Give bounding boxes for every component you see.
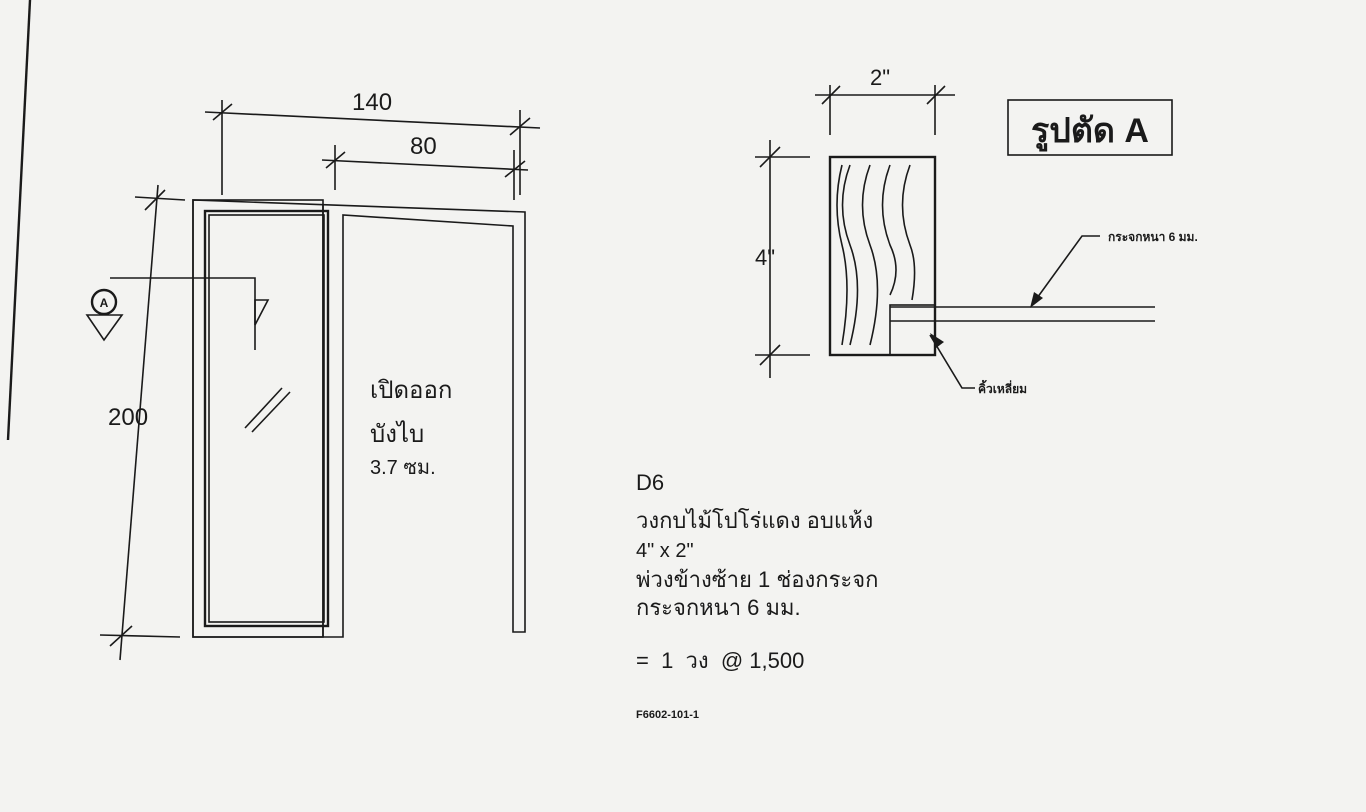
section-marker <box>90 288 118 316</box>
note-line: บังไบ <box>370 420 424 448</box>
section-width-label: 2" <box>870 65 890 90</box>
door-spec: D6 วงกบไม้โปโร่แดง อบแห้ง 4" x 2" พ่วงข้… <box>636 470 878 721</box>
section-height-label: 4" <box>755 245 775 270</box>
spec-line: = 1 วง @ 1,500 <box>636 648 804 673</box>
spec-ref: F6602-101-1 <box>636 709 699 721</box>
dim-140 <box>204 111 541 129</box>
spec-line: กระจกหนา 6 มม. <box>636 595 801 620</box>
spec-line: วงกบไม้โปโร่แดง อบแห้ง <box>636 508 873 533</box>
section-detail: 2" 4" รูปตัด A กระจกหนา 6 มม. คิ้วเหลี่ย… <box>755 65 1198 396</box>
dim-200-label: 200 <box>108 404 148 431</box>
spec-line: พ่วงข้างซ้าย 1 ช่องกระจก <box>636 567 878 592</box>
dim-140-label: 140 <box>352 89 392 116</box>
wood-frame <box>828 155 937 357</box>
spec-code: D6 <box>636 470 664 495</box>
section-marker-arrow <box>85 314 124 342</box>
svg-text:A: A <box>100 296 109 310</box>
page-border <box>6 0 32 441</box>
spec-line: 4" x 2" <box>636 540 694 562</box>
glass-mark <box>244 387 283 429</box>
dim-80 <box>321 159 529 171</box>
door-elevation: 140 80 200 A เปิดออก บังไบ 3.7 ซม. <box>85 89 541 661</box>
section-title-box <box>1007 99 1173 156</box>
note-line: 3.7 ซม. <box>370 457 436 479</box>
glass-pane <box>203 209 330 628</box>
bead-hatch <box>889 304 936 356</box>
bead-label: คิ้วเหลี่ยม <box>978 379 1027 396</box>
dim-200 <box>119 184 159 661</box>
dim-80-label: 80 <box>410 133 437 160</box>
glass-panel-frame <box>192 199 324 638</box>
door-frame <box>192 199 526 638</box>
note-line: เปิดออก <box>370 377 452 404</box>
glass-label: กระจกหนา 6 มม. <box>1108 230 1198 244</box>
section-title: รูปตัด A <box>1031 112 1149 152</box>
